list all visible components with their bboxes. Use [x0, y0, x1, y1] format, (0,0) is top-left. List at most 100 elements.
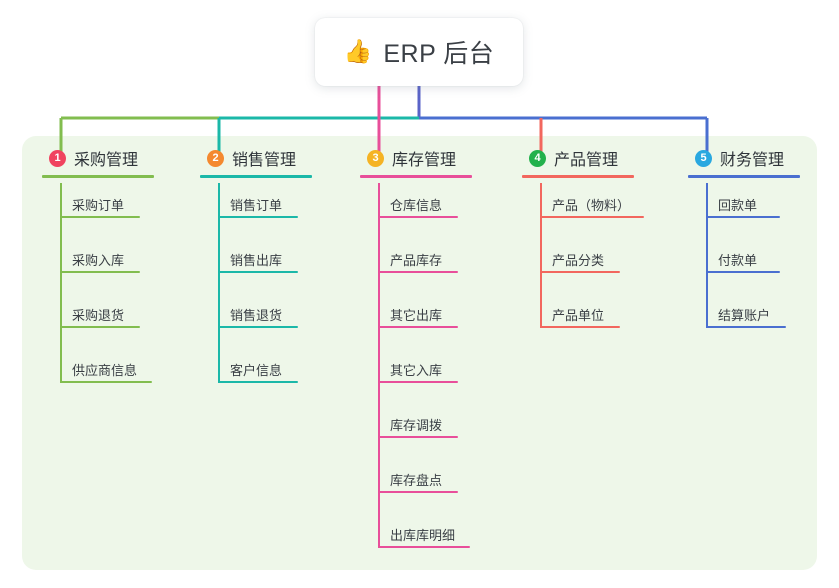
branch-header-3[interactable]: 3 库存管理	[350, 145, 472, 178]
branch-item-label: 仓库信息	[390, 198, 443, 213]
branch-item-underline	[60, 271, 140, 273]
branch-item-list: 产品（物料） 产品分类产品单位	[512, 183, 644, 348]
branch-column-5: 5 财务管理回款单付款单结算账户	[678, 145, 800, 348]
branch-spine	[540, 183, 542, 328]
branch-header-4[interactable]: 4 产品管理	[512, 145, 634, 178]
branch-item-label: 产品库存	[390, 253, 443, 268]
branch-item-label: 采购退货	[72, 308, 125, 323]
root-title: ERP 后台	[383, 40, 495, 68]
branch-item-list: 回款单付款单结算账户	[678, 183, 786, 348]
branch-item-list: 仓库信息产品库存其它出库其它入库库存调拨库存盘点出库库明细	[350, 183, 470, 568]
branch-item-underline	[378, 216, 458, 218]
branch-item-label: 库存盘点	[390, 473, 443, 488]
branch-item[interactable]: 供应商信息	[32, 348, 152, 403]
branch-spine	[378, 183, 380, 548]
branch-item-label: 产品分类	[552, 253, 605, 268]
branch-item[interactable]: 回款单	[678, 183, 784, 238]
branch-item[interactable]: 付款单	[678, 238, 784, 293]
branch-item[interactable]: 采购入库	[32, 238, 140, 293]
branch-underline	[42, 175, 154, 178]
branch-column-3: 3 库存管理仓库信息产品库存其它出库其它入库库存调拨库存盘点出库库明细	[350, 145, 472, 568]
branch-column-2: 2 销售管理销售订单销售出库销售退货客户信息	[190, 145, 312, 403]
branch-item-label: 结算账户	[718, 308, 771, 323]
branch-number-badge: 4	[529, 149, 546, 167]
branch-item[interactable]: 客户信息	[190, 348, 298, 403]
branches-panel	[22, 136, 817, 570]
branch-item[interactable]: 其它入库	[350, 348, 458, 403]
branch-item[interactable]: 出库库明细	[350, 513, 470, 568]
branch-item[interactable]: 产品单位	[512, 293, 620, 348]
branch-item-label: 销售订单	[230, 198, 283, 213]
branch-item-underline	[706, 271, 780, 273]
branch-item[interactable]: 产品库存	[350, 238, 458, 293]
branch-title: 库存管理	[392, 152, 457, 169]
branch-item[interactable]: 采购退货	[32, 293, 140, 348]
branch-item[interactable]: 库存调拨	[350, 403, 458, 458]
branch-item-underline	[60, 216, 140, 218]
branch-item-label: 产品（物料）	[552, 198, 631, 213]
branch-item-label: 其它入库	[390, 363, 443, 378]
branch-item[interactable]: 采购订单	[32, 183, 140, 238]
branch-item-underline	[218, 381, 298, 383]
branch-item-label: 库存调拨	[390, 418, 443, 433]
branch-underline	[360, 175, 472, 178]
branch-item-underline	[218, 271, 298, 273]
branch-item-underline	[706, 216, 780, 218]
branch-spine	[60, 183, 62, 383]
branch-item[interactable]: 结算账户	[678, 293, 786, 348]
branch-item-underline	[60, 381, 152, 383]
branch-spine	[218, 183, 220, 383]
branch-item-list: 销售订单销售出库销售退货客户信息	[190, 183, 298, 403]
branch-item-label: 出库库明细	[390, 528, 456, 543]
branch-header-5[interactable]: 5 财务管理	[678, 145, 800, 178]
branch-item-label: 其它出库	[390, 308, 443, 323]
branch-underline	[688, 175, 800, 178]
branch-column-4: 4 产品管理产品（物料） 产品分类产品单位	[512, 145, 644, 348]
branch-number-badge: 5	[695, 149, 712, 167]
branch-item-label: 采购订单	[72, 198, 125, 213]
branch-item-underline	[218, 216, 298, 218]
branch-item-underline	[540, 326, 620, 328]
branch-underline	[522, 175, 634, 178]
branch-title: 采购管理	[74, 152, 139, 169]
branch-item-underline	[378, 381, 458, 383]
branch-item[interactable]: 其它出库	[350, 293, 458, 348]
root-node-card[interactable]: 👍 ERP 后台	[315, 18, 523, 86]
branch-title: 产品管理	[554, 152, 619, 169]
branch-item[interactable]: 销售出库	[190, 238, 298, 293]
branch-item-label: 付款单	[718, 253, 758, 268]
branch-item-label: 销售出库	[230, 253, 283, 268]
branch-item[interactable]: 产品分类	[512, 238, 620, 293]
branch-item[interactable]: 销售退货	[190, 293, 298, 348]
branch-number-badge: 3	[367, 149, 384, 167]
branch-item[interactable]: 销售订单	[190, 183, 298, 238]
branch-item-list: 采购订单采购入库采购退货供应商信息	[32, 183, 152, 403]
branch-item[interactable]: 仓库信息	[350, 183, 458, 238]
branch-item[interactable]: 产品（物料）	[512, 183, 644, 238]
branch-item-underline	[378, 546, 470, 548]
branch-item-underline	[378, 271, 458, 273]
branch-title: 财务管理	[720, 152, 785, 169]
branch-item-underline	[540, 271, 620, 273]
branch-item[interactable]: 库存盘点	[350, 458, 458, 513]
branch-header-2[interactable]: 2 销售管理	[190, 145, 312, 178]
branch-item-label: 销售退货	[230, 308, 283, 323]
branch-number-badge: 2	[207, 149, 224, 167]
branch-item-label: 产品单位	[552, 308, 605, 323]
branch-item-underline	[378, 491, 458, 493]
branch-item-label: 回款单	[718, 198, 758, 213]
branch-item-underline	[378, 436, 458, 438]
branch-underline	[200, 175, 312, 178]
branch-item-underline	[60, 326, 140, 328]
branch-title: 销售管理	[232, 152, 297, 169]
root-node-inner: 👍 ERP 后台	[344, 34, 495, 70]
branch-item-label: 供应商信息	[72, 363, 138, 378]
branch-item-underline	[218, 326, 298, 328]
branch-item-label: 采购入库	[72, 253, 125, 268]
branch-item-underline	[540, 216, 644, 218]
branch-spine	[706, 183, 708, 328]
